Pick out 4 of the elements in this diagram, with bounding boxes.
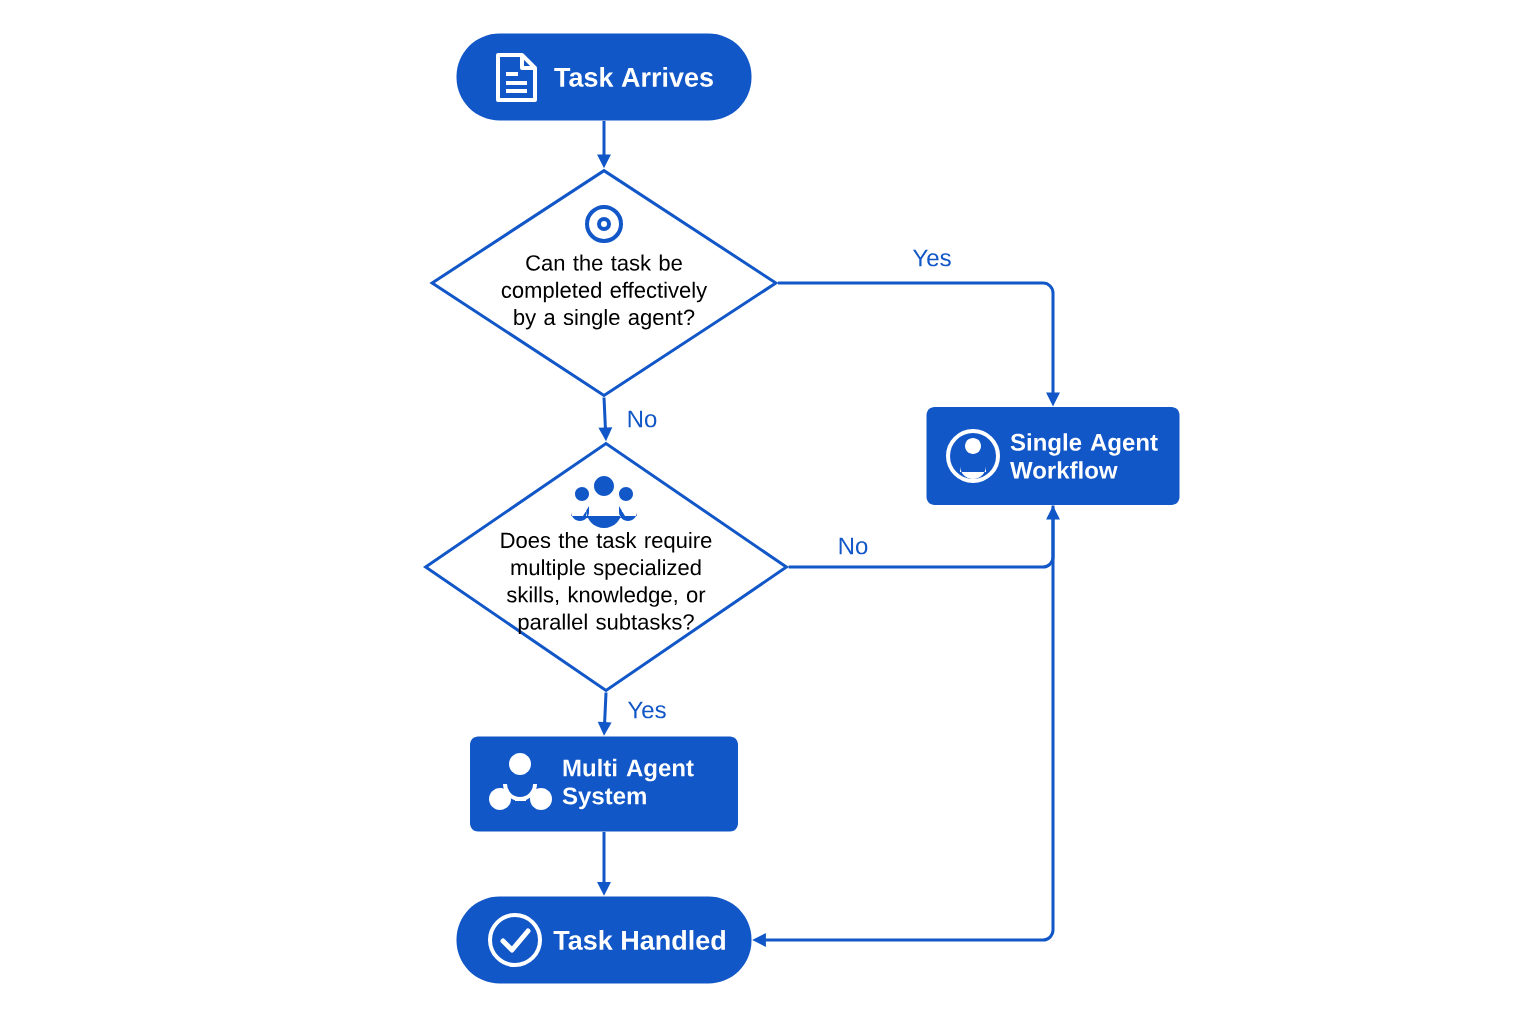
process-box: Single Agent Workflow <box>926 407 1180 505</box>
edge-label: Yes <box>625 699 669 721</box>
process-box: Multi Agent System <box>470 736 738 832</box>
edge-label: Yes <box>910 247 954 269</box>
